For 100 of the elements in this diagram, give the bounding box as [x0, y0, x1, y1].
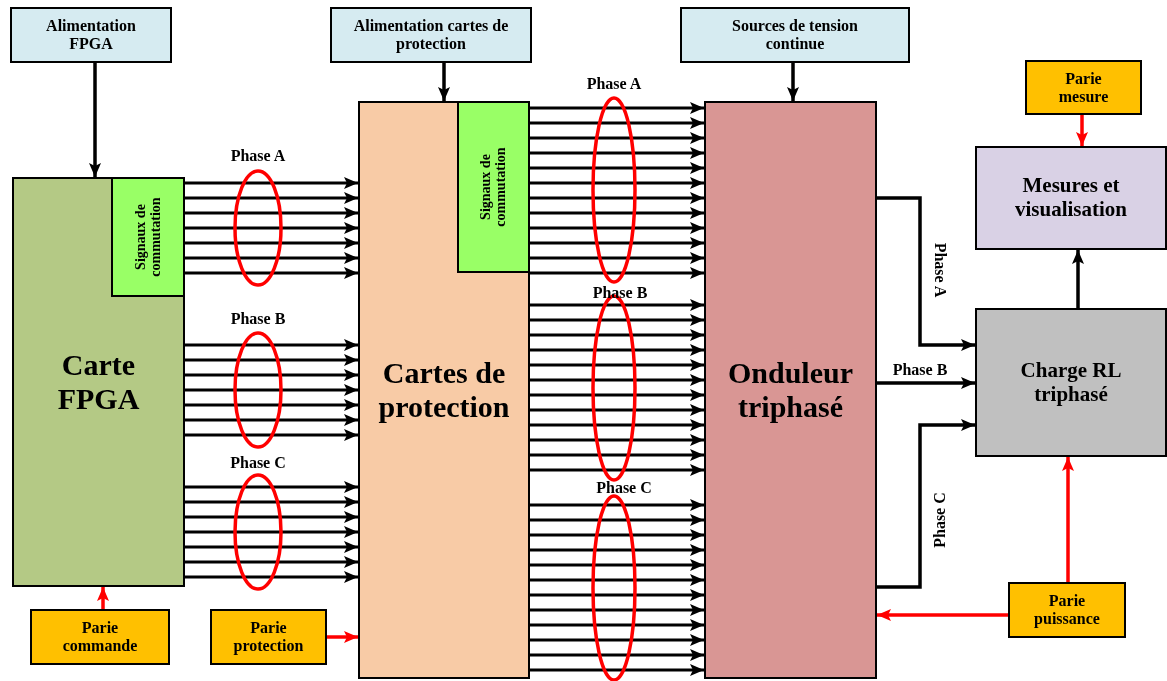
arrow	[530, 514, 704, 526]
part-box	[30, 609, 170, 665]
arrow	[185, 496, 358, 508]
arrow	[530, 117, 704, 129]
arrow	[530, 619, 704, 631]
arrow	[530, 589, 704, 601]
arrow	[530, 177, 704, 189]
arrow	[530, 649, 704, 661]
phase-label: Phase B	[230, 311, 286, 327]
board-box	[12, 177, 185, 587]
arrow	[1076, 115, 1088, 146]
arrow	[185, 511, 358, 523]
box-label: Onduleur triphasé	[726, 356, 854, 424]
supply-box	[680, 7, 910, 63]
arrow	[185, 267, 358, 279]
box-label: Alimentation cartes de protection	[352, 17, 510, 53]
arrow	[530, 102, 704, 114]
supply-box	[330, 7, 532, 63]
arrow	[185, 369, 358, 381]
box-label: Cartes de protection	[377, 356, 511, 424]
arrow	[530, 299, 704, 311]
arrow	[530, 434, 704, 446]
arrow	[89, 63, 101, 177]
inverter-box	[704, 101, 877, 679]
box-label: Charge RL triphasé	[1019, 359, 1123, 406]
arrow	[530, 464, 704, 476]
arrow	[185, 429, 358, 441]
phase-label: Phase C	[596, 480, 652, 496]
arrow	[530, 207, 704, 219]
arrow	[185, 207, 358, 219]
arrow	[438, 63, 450, 101]
box-label: Mesures et visualisation	[1013, 174, 1128, 222]
box-label: Parie puissance	[1033, 592, 1101, 628]
signal-box	[110, 176, 185, 297]
arrow	[530, 544, 704, 556]
arrow	[185, 222, 358, 234]
arrow	[530, 314, 704, 326]
phase-label: Phase A	[230, 148, 286, 164]
phase-label: Phase B	[592, 285, 648, 301]
arrow	[530, 329, 704, 341]
arrow	[530, 222, 704, 234]
box-label: Carte FPGA	[56, 348, 141, 416]
arrow	[185, 541, 358, 553]
arrow	[530, 664, 704, 676]
part-box	[1008, 582, 1126, 638]
arrow	[185, 556, 358, 568]
supply-box	[10, 7, 172, 63]
load-box	[975, 308, 1167, 457]
arrow	[530, 634, 704, 646]
arrow	[185, 414, 358, 426]
part-box	[1025, 60, 1142, 115]
arrow	[530, 252, 704, 264]
arrow	[530, 389, 704, 401]
arrow	[185, 526, 358, 538]
phase-label: Phase A	[586, 76, 642, 92]
arrow	[530, 132, 704, 144]
arrow	[327, 631, 358, 643]
arrow	[877, 196, 975, 351]
arrow	[530, 192, 704, 204]
box-label: Alimentation FPGA	[45, 17, 137, 53]
box-label: Parie commande	[61, 619, 139, 655]
arrow	[530, 574, 704, 586]
arrow	[530, 404, 704, 416]
arrow	[185, 481, 358, 493]
edge-label: Phase C	[932, 492, 948, 548]
board-box	[358, 101, 530, 679]
arrow	[185, 384, 358, 396]
display-box	[975, 146, 1167, 250]
arrow	[530, 449, 704, 461]
arrow	[530, 529, 704, 541]
signal-box	[456, 100, 530, 273]
rotated-label: Signaux de commutation	[477, 145, 509, 229]
arrow	[530, 359, 704, 371]
arrow	[530, 374, 704, 386]
arrow	[185, 237, 358, 249]
arrow	[530, 267, 704, 279]
arrow	[1072, 250, 1084, 308]
arrow	[530, 604, 704, 616]
arrow	[787, 63, 799, 101]
arrow	[530, 237, 704, 249]
arrow	[530, 499, 704, 511]
arrow	[185, 192, 358, 204]
box-label: Sources de tension continue	[731, 17, 859, 53]
arrow	[185, 399, 358, 411]
arrow	[530, 147, 704, 159]
arrow	[530, 559, 704, 571]
arrow	[530, 162, 704, 174]
arrow	[185, 252, 358, 264]
arrow	[185, 177, 358, 189]
arrow	[1062, 457, 1074, 582]
box-label: Parie protection	[232, 619, 305, 655]
arrow	[185, 339, 358, 351]
edge-label: Phase A	[932, 242, 948, 298]
arrow	[97, 587, 109, 609]
arrow	[185, 571, 358, 583]
phase-label: Phase C	[230, 455, 286, 471]
edge-label: Phase B	[892, 362, 948, 378]
rotated-label: Signaux de commutation	[132, 195, 163, 279]
arrow	[185, 354, 358, 366]
arrow	[530, 419, 704, 431]
